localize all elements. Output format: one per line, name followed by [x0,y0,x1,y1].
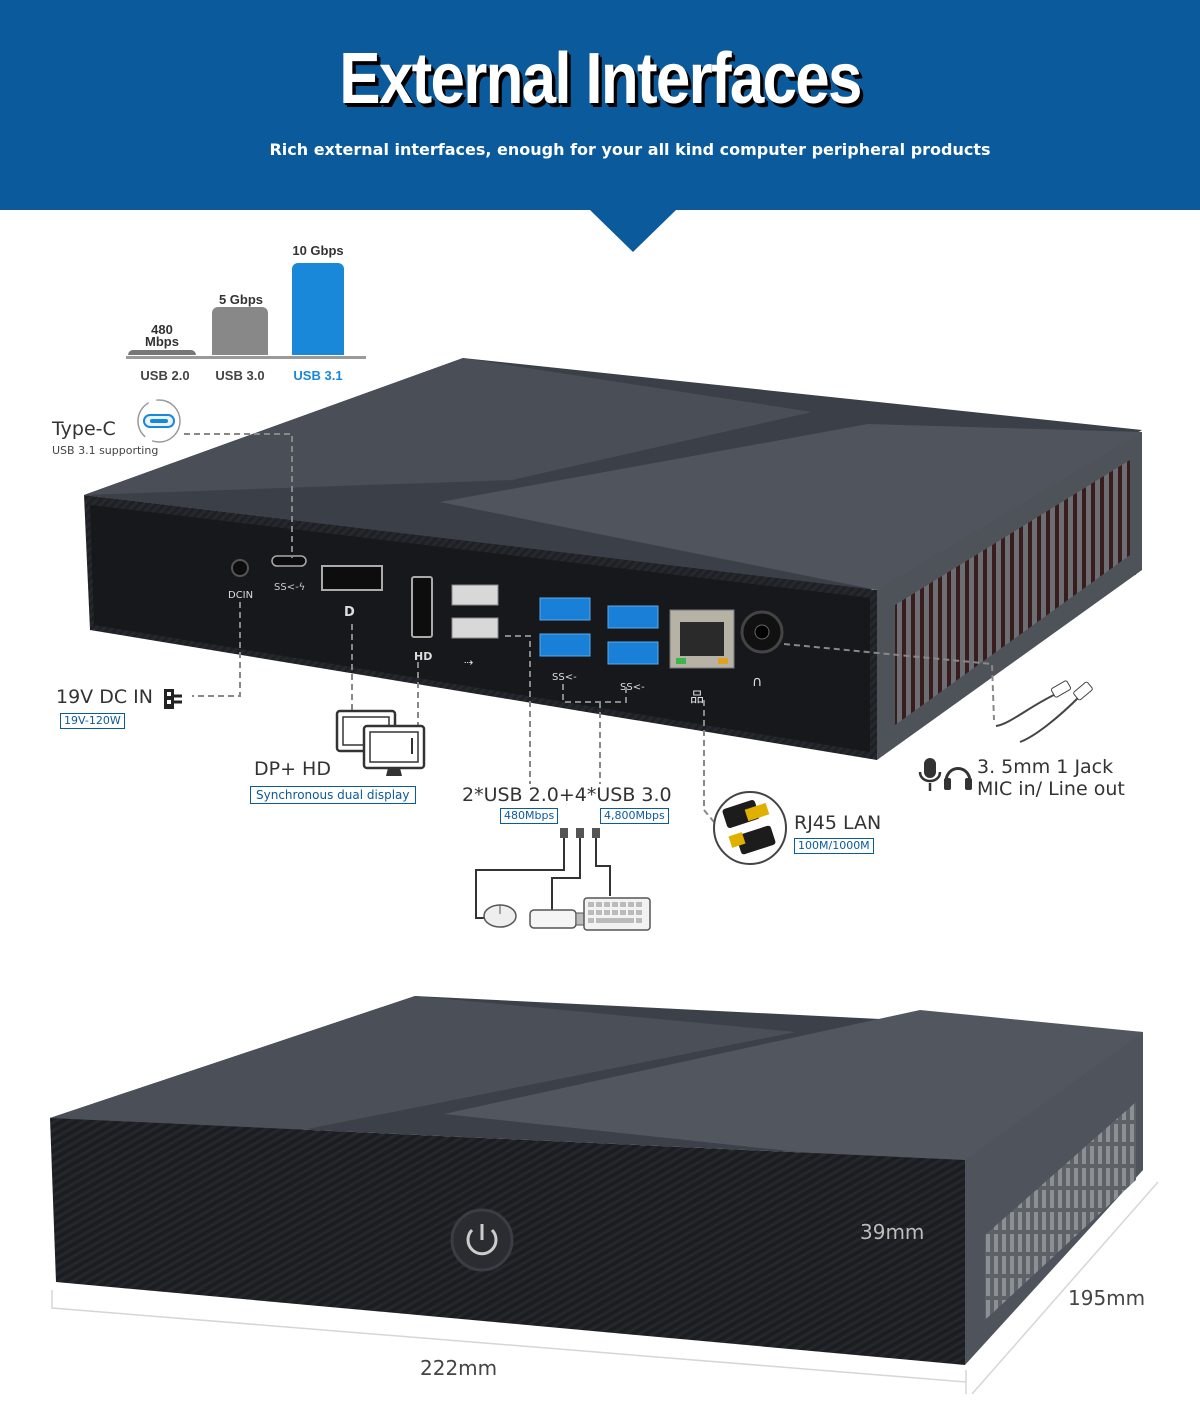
speed-chart-baseline [126,356,366,359]
speed-category-usb30: USB 3.0 [215,368,265,383]
hdmi-port [411,576,433,638]
audio-label-line1: 3. 5mm 1 Jack [977,756,1114,778]
svg-text:SS<-: SS<- [620,682,645,693]
mini-pc-rear-view: DCIN SS<-ϟ D HD ⇢ SS<- SS<- 品 ∩ [84,358,1142,823]
lan-spec: 100M/1000M [794,838,874,854]
speed-category-usb31: USB 3.1 [293,368,343,383]
mouse-icon [483,904,517,928]
svg-text:⇢: ⇢ [464,656,473,669]
usb2-spec: 480Mbps [500,808,559,824]
dcin-text: DCIN [228,590,253,601]
dimension-width: 222mm [420,1356,498,1380]
svg-text:品: 品 [690,690,704,706]
type-c-note: USB 3.1 supporting [52,444,159,457]
svg-text:D: D [344,605,355,620]
dc-in-port [231,559,249,577]
display-label: DP+ HD [254,758,331,780]
usb-stick-icon [529,909,585,929]
lan-label: RJ45 LAN [794,812,882,834]
usb-speed-chart: 480 Mbps USB 2.0 5 Gbps USB 3.0 10 Gbps … [126,238,366,383]
page-subtitle: Rich external interfaces, enough for you… [269,140,991,159]
usb2-port-2 [451,617,499,639]
usb3-port-3 [607,605,659,629]
mini-pc-front-view [50,996,1159,1395]
speed-value-usb30: 5 Gbps [218,292,264,307]
power-button-icon [450,1208,514,1272]
speed-bar-usb30 [212,307,268,355]
type-c-icon [137,399,181,443]
dc-in-label: 19V DC IN [56,686,153,708]
display-spec: Synchronous dual display [250,786,416,804]
svg-text:SS<-ϟ: SS<-ϟ [274,582,305,593]
power-plug-icon [164,689,182,709]
speed-bar-usb20 [128,350,196,355]
headset-mic-icon [918,758,972,791]
usb2-port-1 [451,584,499,606]
dc-in-spec: 19V-120W [60,713,125,729]
speed-value-usb31: 10 Gbps [292,243,344,258]
usb3-port-1 [539,597,591,621]
speed-category-usb20: USB 2.0 [140,368,190,383]
displayport-port [321,565,383,591]
usb3-port-2 [539,633,591,657]
usb3-spec: 4,800Mbps [600,808,669,824]
dimension-height: 39mm [860,1220,925,1244]
svg-text:SS<-: SS<- [552,672,577,683]
header-banner [0,0,1200,210]
keyboard-icon [583,897,651,931]
type-c-label: Type-C [52,418,116,440]
svg-text:∩: ∩ [752,674,762,690]
speed-bar-usb31 [292,263,344,355]
rj45-icon [713,791,787,865]
hd-port-text: HD [414,650,432,663]
type-c-port [271,555,307,567]
dimension-depth: 195mm [1068,1286,1146,1310]
monitor-icon [335,709,426,776]
usb-label: 2*USB 2.0+4*USB 3.0 [462,784,672,806]
usb-peripherals [475,828,651,931]
audio-cable-icon [995,680,1093,743]
page-title: External Interfaces [339,39,862,119]
usb3-port-4 [607,641,659,665]
speed-value-usb20: 480 Mbps [145,322,179,349]
audio-label-line2: MIC in/ Line out [977,778,1125,800]
